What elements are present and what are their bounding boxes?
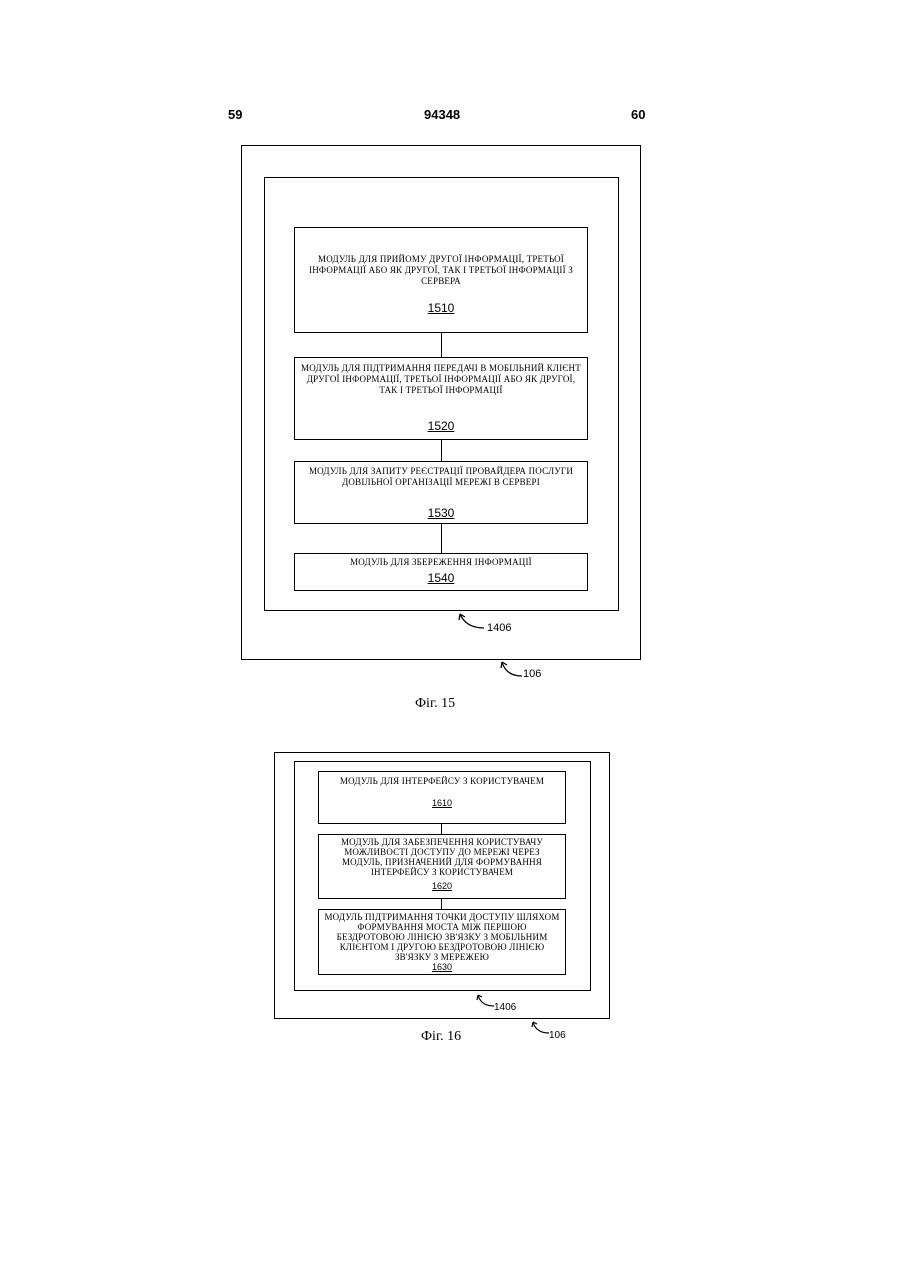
module-1540: МОДУЛЬ ДЛЯ ЗБЕРЕЖЕННЯ ІНФОРМАЦІЇ 1540 xyxy=(294,553,588,591)
module-1630-number: 1630 xyxy=(319,962,565,973)
module-1510: МОДУЛЬ ДЛЯ ПРИЙОМУ ДРУГОЇ ІНФОРМАЦІЇ, ТР… xyxy=(294,227,588,333)
document-number: 94348 xyxy=(424,107,460,122)
module-1520-text: МОДУЛЬ ДЛЯ ПІДТРИМАННЯ ПЕРЕДАЧІ В МОБІЛЬ… xyxy=(299,363,583,396)
leader-arrow-1406 xyxy=(458,612,488,632)
module-1610-number: 1610 xyxy=(319,798,565,809)
connector-line xyxy=(441,524,442,553)
ref-label-1406: 1406 xyxy=(494,1002,516,1013)
module-1610-text: МОДУЛЬ ДЛЯ ІНТЕРФЕЙСУ З КОРИСТУВАЧЕМ xyxy=(323,776,561,787)
connector-line xyxy=(441,824,442,834)
module-1520-number: 1520 xyxy=(295,421,587,432)
connector-line xyxy=(441,440,442,461)
right-page-number: 60 xyxy=(631,107,645,122)
left-page-number: 59 xyxy=(228,107,242,122)
module-1510-text: МОДУЛЬ ДЛЯ ПРИЙОМУ ДРУГОЇ ІНФОРМАЦІЇ, ТР… xyxy=(299,254,583,287)
module-1630-text: МОДУЛЬ ПІДТРИМАННЯ ТОЧКИ ДОСТУПУ ШЛЯХОМ … xyxy=(323,912,561,962)
module-1520: МОДУЛЬ ДЛЯ ПІДТРИМАННЯ ПЕРЕДАЧІ В МОБІЛЬ… xyxy=(294,357,588,440)
module-1610: МОДУЛЬ ДЛЯ ІНТЕРФЕЙСУ З КОРИСТУВАЧЕМ 161… xyxy=(318,771,566,824)
module-1510-number: 1510 xyxy=(295,303,587,314)
module-1620-number: 1620 xyxy=(319,881,565,892)
figure-15-caption: Фіг. 15 xyxy=(415,696,455,712)
ref-label-106: 106 xyxy=(523,668,541,680)
module-1530-text: МОДУЛЬ ДЛЯ ЗАПИТУ РЕЄСТРАЦІЇ ПРОВАЙДЕРА … xyxy=(299,466,583,488)
module-1540-text: МОДУЛЬ ДЛЯ ЗБЕРЕЖЕННЯ ІНФОРМАЦІЇ xyxy=(299,557,583,568)
ref-label-106: 106 xyxy=(549,1030,566,1041)
module-1540-number: 1540 xyxy=(295,573,587,584)
module-1630: МОДУЛЬ ПІДТРИМАННЯ ТОЧКИ ДОСТУПУ ШЛЯХОМ … xyxy=(318,909,566,975)
module-1530: МОДУЛЬ ДЛЯ ЗАПИТУ РЕЄСТРАЦІЇ ПРОВАЙДЕРА … xyxy=(294,461,588,524)
connector-line xyxy=(441,899,442,909)
module-1620-text: МОДУЛЬ ДЛЯ ЗАБЕЗПЕЧЕННЯ КОРИСТУВАЧУ МОЖЛ… xyxy=(323,837,561,877)
connector-line xyxy=(441,333,442,357)
module-1620: МОДУЛЬ ДЛЯ ЗАБЕЗПЕЧЕННЯ КОРИСТУВАЧУ МОЖЛ… xyxy=(318,834,566,899)
ref-label-1406: 1406 xyxy=(487,622,511,634)
module-1530-number: 1530 xyxy=(295,508,587,519)
figure-16-caption: Фіг. 16 xyxy=(421,1029,461,1045)
